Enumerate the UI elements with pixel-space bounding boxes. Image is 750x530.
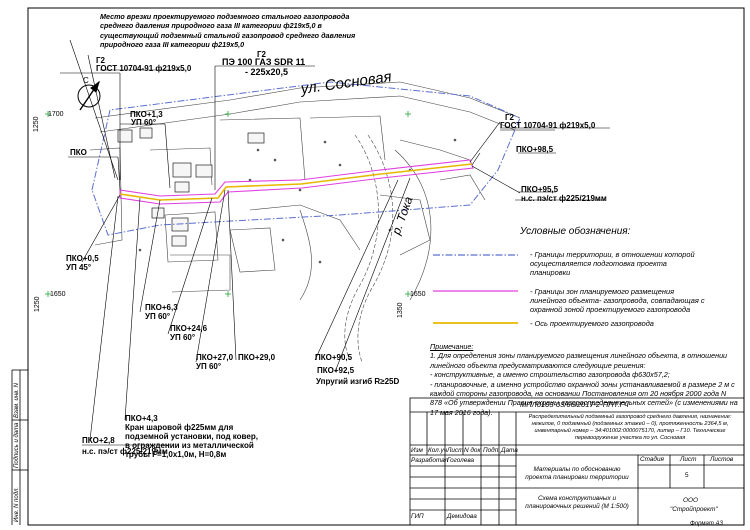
valve-line: в ограждении из металлической [125,441,254,450]
legend-item-axis: - Ось проектируемого газопровода [530,319,654,328]
pko-0-5-label: ПКО+0,5 [66,254,99,263]
pko-90-5-label: ПКО+90,5 [315,353,353,362]
up-60-c-label: УП 60° [170,333,196,342]
header-note-line: Место врезки проектируемого подземного с… [100,12,350,21]
up-60-b-label: УП 60° [145,312,171,321]
grid-label: 1700 [48,111,64,118]
pko-27-0-label: ПКО+27,0 [196,353,234,362]
up-45-label: УП 45° [66,263,92,272]
side-stamp: Взам. инв. N [14,383,20,418]
name-cell: Гоголева [447,457,475,464]
sheets-header: Листов [710,456,734,463]
format-label: Формат А3 [690,521,723,527]
pko-4-3-label: ПКО+4,3 [125,414,158,423]
materials-title: Материалы по обоснованию проекта планиро… [525,466,629,481]
valve-line: Кран шаровой ф225мм для [125,423,234,432]
col-header: Лист [447,447,464,454]
g2-left-label: Г2 [96,56,105,65]
grid-label: 1650 [50,291,66,298]
pko-95-5-label: ПКО+95,5 [521,185,559,194]
gost-right-label: ГОСТ 10704-91 ф219х5,0 [500,121,596,130]
header-note-line: среднего давления природного газа III ка… [100,21,322,31]
header-note-line: природного газа III категории ф219х5,0 [100,40,245,50]
header-note-line: существующий подземный стальной газопров… [100,30,356,40]
role-cell: ГИП [411,513,424,520]
description-line: нежилое, 0 подземный (подземных этажей –… [531,421,729,427]
scheme-title: Схема конструктивных и планировочных реш… [525,495,629,510]
pko-29-0-label: ПКО+29,0 [238,353,276,362]
company-line: "Стройпроект" [670,506,718,513]
notes-line: линейного объекта предусматриваются след… [430,360,646,370]
ns-right-label: н.с. пэ/ст ф225/219мм [521,194,607,203]
notes-title: Примечание: [430,342,474,351]
notes-line: - конструктивные, а именно строительство… [430,370,670,380]
notes-line: 17 мая 2016 года). [430,407,493,417]
pko-92-5-label: ПКО+92,5 [317,366,355,375]
valve-line: трубы F=1,0x1,0м, H=0,8м [125,450,227,459]
notes-line: 878 «Об утверждении Правил охраны газора… [430,398,738,408]
side-stamp: Инв. N подл. [14,486,20,522]
g2-top-label: Г2 [257,50,266,59]
notes-line: 1. Для определения зоны планируемого раз… [430,351,728,361]
pko-label: ПКО [70,148,87,157]
description-line: инвентарный номер – 34:401002:0000075170… [534,428,726,434]
doc-code: МПЛ0103-03/66/2017-2-ППТ.ГЧ [520,400,629,409]
grid-label: 1650 [410,291,426,298]
notes-block: Примечание: 1. Для определения зоны план… [430,342,740,417]
bend-label: Упругий изгиб R≥25D [316,377,400,386]
ns-left-label: н.с. пэ/ст ф225/219мм [82,447,168,456]
pko-6-3-label: ПКО+6,3 [145,303,178,312]
col-header: Кол.уч [428,447,448,454]
pko-98-5-label: ПКО+98,5 [516,145,554,154]
description-line: перевооружение участка по ул. Сосновая [574,435,686,441]
north-label: С [83,76,89,85]
notes-line: - планировочные, а именно устройство охр… [430,379,735,389]
sheet-number: 5 [685,472,689,479]
col-header: Изм [411,447,423,454]
col-header: N док [464,447,481,454]
pko-2-8-label: ПКО+2,8 [82,436,115,445]
pe-size-label: - 225х20,5 [245,67,289,77]
up-60-a-label: УП 60° [131,118,157,127]
role-cell: Разработал [411,457,449,464]
sheet-header: Лист [680,456,697,463]
description-line: Распределительный подземный газопровод с… [528,414,732,420]
legend-item-territory: - Границы территории, в отношении которо… [530,250,695,277]
pko-1-3-label: ПКО+1,3 [130,110,163,119]
company-line: ООО [683,497,698,504]
object-description: Распределительный подземный газопровод с… [518,414,742,442]
notes-line: каждой стороны газопровода, на основании… [430,389,727,399]
side-stamp: Подпись и дата [14,422,20,468]
grid-label: 1250 [33,116,40,132]
g2-right-label: Г2 [505,113,514,122]
gost-left-label: ГОСТ 10704-91 ф219х5,0 [96,64,192,73]
connection-point-note: Место врезки проектируемого подземного с… [100,12,360,50]
up-60-d-label: УП 60° [196,362,222,371]
col-header: Подп. [483,447,501,454]
pe-pipe-label: ПЭ 100 ГАЗ SDR 11 [222,57,306,67]
valve-line: подземной установки, под ковер, [125,432,258,441]
pko-24-6-label: ПКО+24,6 [170,324,208,333]
grid-label: 1350 [397,302,404,318]
col-header: Дата [501,447,518,454]
legend-item-zone: - Границы зон планируемого размещения ли… [530,287,705,314]
grid-label: 1250 [34,296,41,312]
stage-header: Стадия [640,456,664,463]
name-cell: Демидова [447,513,477,520]
legend-title: Условные обозначения: [520,226,631,237]
